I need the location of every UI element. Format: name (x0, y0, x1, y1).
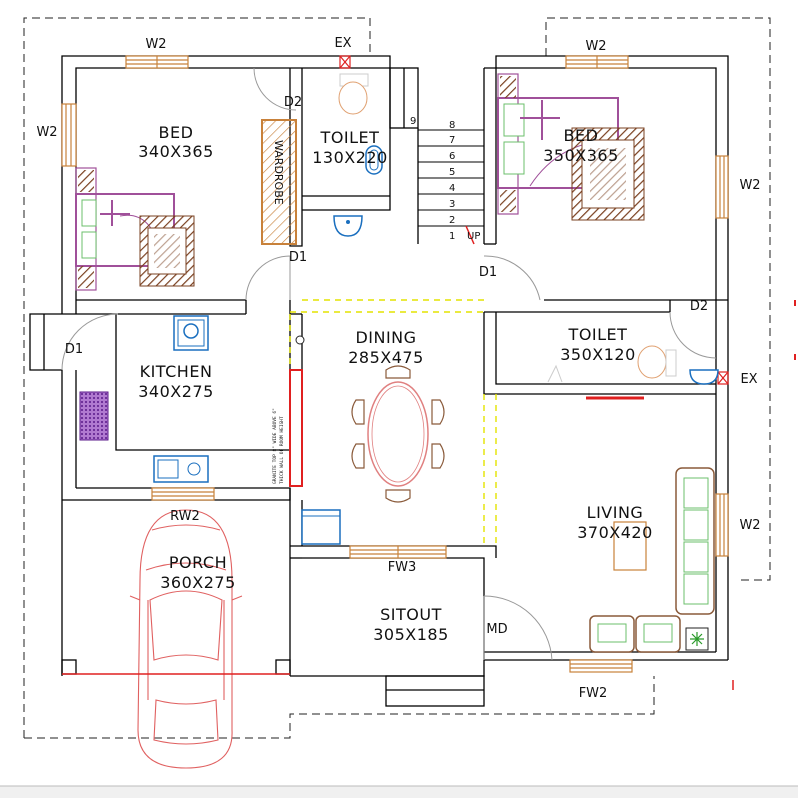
staircase (418, 129, 484, 245)
label-w2-right-upper: W2 (739, 178, 760, 193)
label-rw2: RW2 (170, 509, 200, 524)
window-w2-top-right (565, 55, 629, 69)
toilet-top-size: 130X220 (312, 148, 388, 167)
toilet-top-name: TOILET (320, 128, 380, 147)
bed-left-name: BED (159, 123, 194, 142)
stair-step-8: 8 (449, 120, 455, 131)
toilet-top-fixtures (333, 73, 383, 237)
stair-step-5: 5 (449, 167, 455, 178)
dining-size: 285X475 (348, 348, 424, 367)
window-w2-right-lower (715, 493, 729, 557)
dining-name: DINING (355, 328, 416, 347)
stair-step-4: 4 (449, 183, 455, 194)
window-w2-right-upper (715, 155, 729, 219)
kitchen-name: KITCHEN (140, 362, 213, 381)
stair-step-7: 7 (449, 135, 455, 146)
label-fw2: FW2 (579, 686, 608, 701)
bed-left-furniture (75, 167, 195, 291)
living-name: LIVING (587, 503, 644, 522)
door-swings (61, 67, 717, 661)
toilet-right-size: 350X120 (560, 345, 636, 364)
dining-guides (289, 299, 497, 546)
toilet-right-name: TOILET (568, 325, 628, 344)
label-w2-top-right: W2 (585, 39, 606, 54)
stair-numbers: 9 8 7 6 5 4 3 2 1 UP (410, 116, 480, 242)
sitout-size: 305X185 (373, 625, 449, 644)
room-labels: BED 340X365 TOILET 130X220 BED 350X365 D… (138, 123, 653, 644)
window-w2-left (61, 103, 77, 167)
dashed-boundary (23, 17, 771, 739)
label-w2-right-lower: W2 (739, 518, 760, 533)
label-d1-kitchen: D1 (65, 342, 83, 357)
living-furniture (589, 467, 715, 653)
door-d2-top-swing (253, 67, 297, 111)
door-d1-bed-left-swing (245, 255, 291, 301)
sitout-name: SITOUT (380, 605, 442, 624)
dining-table (351, 365, 445, 503)
porch-name: PORCH (169, 553, 227, 572)
label-w2-top-left: W2 (145, 37, 166, 52)
kitchen-fixtures: GRANITE TOP 8" WIDE ABOVE 6" THICK WALL … (79, 315, 305, 487)
porch-size: 360X275 (160, 573, 236, 592)
window-fw3 (349, 545, 447, 559)
label-ex-top: EX (334, 36, 351, 51)
car-outline (129, 509, 243, 769)
bed-right-size: 350X365 (543, 146, 619, 165)
door-d1-kitchen-swing (61, 313, 119, 371)
windows (61, 55, 729, 673)
kitchen-size: 340X275 (138, 382, 214, 401)
bed-right-furniture (497, 73, 645, 221)
opening-labels: W2 EX W2 W2 W2 W2 D2 D1 D1 D2 D1 EX RW2 … (36, 36, 760, 701)
exhaust-markers (339, 55, 729, 385)
ex-right-marker (717, 371, 729, 385)
wardrobe: WARDROBE (261, 119, 297, 245)
door-md-swing (483, 595, 553, 661)
door-d2-toilet-right-swing (669, 311, 717, 359)
bottom-strip (0, 786, 798, 798)
toilet-right-fixtures (547, 345, 719, 385)
bed-left-size: 340X365 (138, 142, 214, 161)
label-md: MD (486, 622, 507, 637)
label-ex-right: EX (740, 372, 757, 387)
stair-up-label: UP (467, 231, 480, 242)
label-d1-bed-right: D1 (479, 265, 497, 280)
window-rw2 (151, 487, 215, 501)
label-fw3: FW3 (388, 560, 417, 575)
label-d2-top: D2 (284, 95, 302, 110)
ex-top-marker (339, 55, 351, 69)
granite-note-line1: GRANITE TOP 8" WIDE ABOVE 6" (272, 408, 278, 484)
fridge (301, 509, 341, 545)
wardrobe-label: WARDROBE (272, 140, 285, 205)
door-d1-bed-right-swing (483, 255, 541, 301)
label-d1-bed-left: D1 (289, 250, 307, 265)
granite-note-line2: THICK WALL OF ROOM HEIGHT (279, 416, 285, 484)
stair-step-9: 9 (410, 116, 416, 127)
window-fw2 (569, 659, 633, 673)
window-w2-top-left (125, 55, 189, 69)
stair-step-2: 2 (449, 215, 455, 226)
bed-right-name: BED (564, 126, 599, 145)
stair-step-1: 1 (449, 231, 455, 242)
living-size: 370X420 (577, 523, 653, 542)
stair-step-6: 6 (449, 151, 455, 162)
stair-step-3: 3 (449, 199, 455, 210)
label-w2-left: W2 (36, 125, 57, 140)
label-d2-toilet-right: D2 (690, 299, 708, 314)
